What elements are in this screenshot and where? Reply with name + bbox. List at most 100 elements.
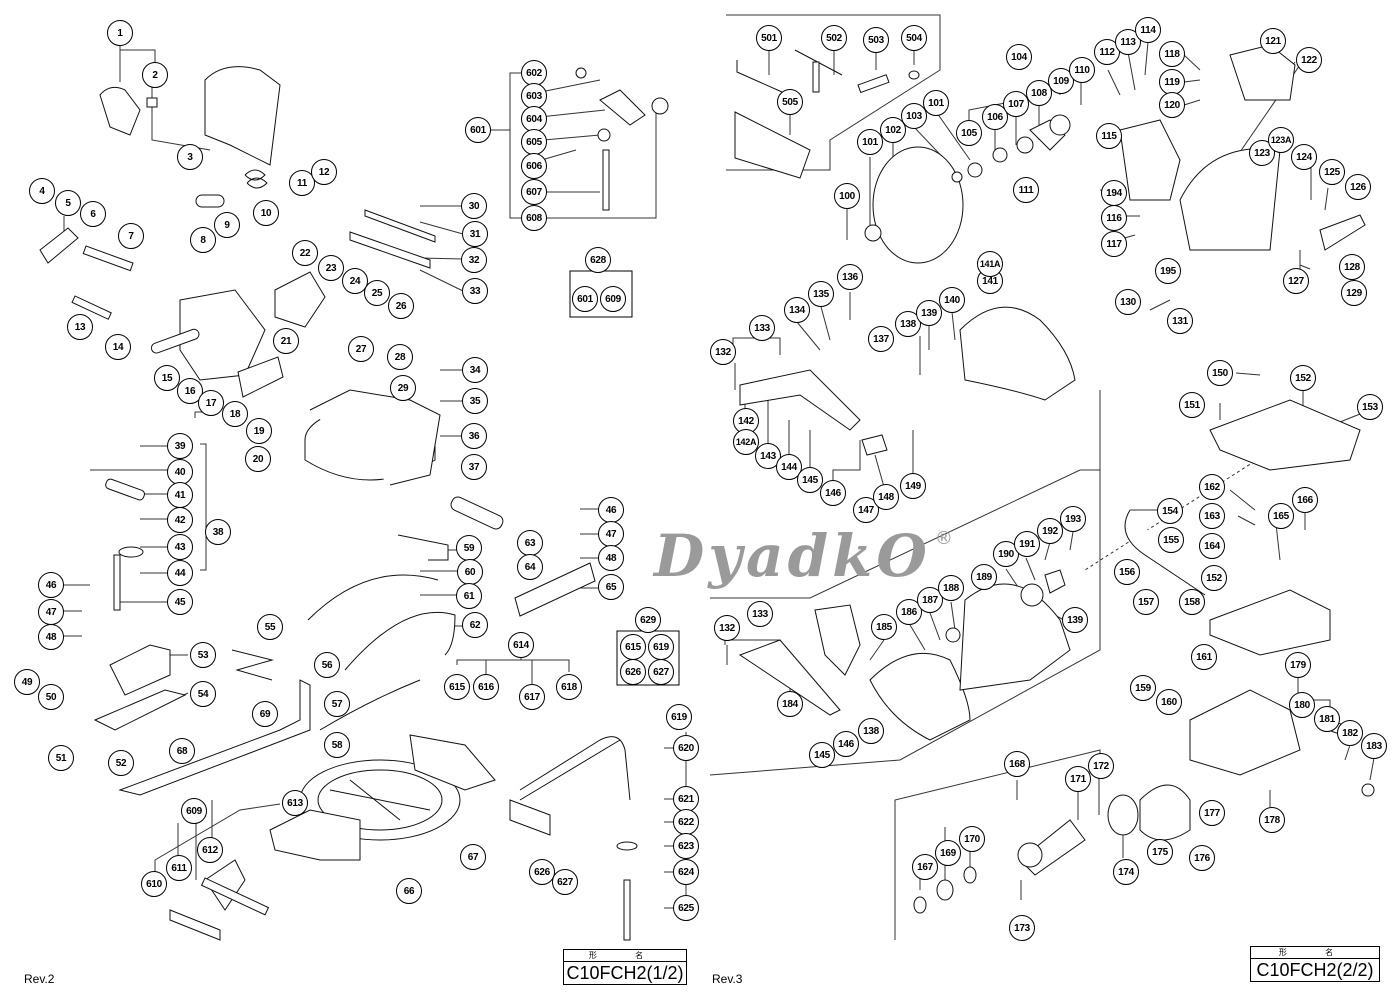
callout-part-20[interactable]: 20 xyxy=(245,446,271,472)
callout-part-626[interactable]: 626 xyxy=(620,659,646,685)
callout-part-132[interactable]: 132 xyxy=(710,339,736,365)
callout-part-7[interactable]: 7 xyxy=(118,223,144,249)
callout-part-59[interactable]: 59 xyxy=(456,535,482,561)
callout-part-65[interactable]: 65 xyxy=(598,574,624,600)
callout-part-628[interactable]: 628 xyxy=(585,247,611,273)
callout-part-100[interactable]: 100 xyxy=(834,183,860,209)
callout-part-22[interactable]: 22 xyxy=(292,240,318,266)
callout-part-179[interactable]: 179 xyxy=(1285,652,1311,678)
callout-part-3[interactable]: 3 xyxy=(177,144,203,170)
callout-part-48[interactable]: 48 xyxy=(598,545,624,571)
callout-part-49[interactable]: 49 xyxy=(14,669,40,695)
callout-part-145[interactable]: 145 xyxy=(809,742,835,768)
callout-part-42[interactable]: 42 xyxy=(167,507,193,533)
callout-part-151[interactable]: 151 xyxy=(1179,392,1205,418)
callout-part-102[interactable]: 102 xyxy=(880,117,906,143)
callout-part-29[interactable]: 29 xyxy=(390,375,416,401)
callout-part-118[interactable]: 118 xyxy=(1159,41,1185,67)
callout-part-167[interactable]: 167 xyxy=(912,854,938,880)
callout-part-601[interactable]: 601 xyxy=(572,286,598,312)
callout-part-147[interactable]: 147 xyxy=(853,497,879,523)
callout-part-117[interactable]: 117 xyxy=(1101,231,1127,257)
callout-part-134[interactable]: 134 xyxy=(784,297,810,323)
callout-part-126[interactable]: 126 xyxy=(1345,174,1371,200)
callout-part-504[interactable]: 504 xyxy=(901,25,927,51)
callout-part-54[interactable]: 54 xyxy=(190,681,216,707)
callout-part-21[interactable]: 21 xyxy=(273,328,299,354)
callout-part-129[interactable]: 129 xyxy=(1341,280,1367,306)
callout-part-161[interactable]: 161 xyxy=(1191,644,1217,670)
callout-part-159[interactable]: 159 xyxy=(1130,675,1156,701)
callout-part-629[interactable]: 629 xyxy=(635,607,661,633)
callout-part-141a[interactable]: 141A xyxy=(977,251,1003,277)
callout-part-50[interactable]: 50 xyxy=(38,684,64,710)
callout-part-24[interactable]: 24 xyxy=(342,268,368,294)
callout-part-502[interactable]: 502 xyxy=(821,25,847,51)
callout-part-150[interactable]: 150 xyxy=(1207,360,1233,386)
callout-part-194[interactable]: 194 xyxy=(1101,180,1127,206)
callout-part-139[interactable]: 139 xyxy=(916,300,942,326)
callout-part-135[interactable]: 135 xyxy=(808,281,834,307)
callout-part-158[interactable]: 158 xyxy=(1179,589,1205,615)
callout-part-181[interactable]: 181 xyxy=(1314,706,1340,732)
callout-part-55[interactable]: 55 xyxy=(257,614,283,640)
callout-part-111[interactable]: 111 xyxy=(1013,177,1039,203)
callout-part-618[interactable]: 618 xyxy=(556,674,582,700)
callout-part-46[interactable]: 46 xyxy=(598,497,624,523)
callout-part-626[interactable]: 626 xyxy=(529,859,555,885)
callout-part-177[interactable]: 177 xyxy=(1199,800,1225,826)
callout-part-621[interactable]: 621 xyxy=(673,786,699,812)
callout-part-620[interactable]: 620 xyxy=(673,735,699,761)
callout-part-67[interactable]: 67 xyxy=(460,844,486,870)
callout-part-128[interactable]: 128 xyxy=(1339,254,1365,280)
callout-part-2[interactable]: 2 xyxy=(142,62,168,88)
callout-part-114[interactable]: 114 xyxy=(1135,17,1161,43)
callout-part-18[interactable]: 18 xyxy=(222,401,248,427)
callout-part-164[interactable]: 164 xyxy=(1199,533,1225,559)
callout-part-131[interactable]: 131 xyxy=(1167,308,1193,334)
callout-part-32[interactable]: 32 xyxy=(461,247,487,273)
callout-part-108[interactable]: 108 xyxy=(1026,80,1052,106)
callout-part-5[interactable]: 5 xyxy=(55,190,81,216)
callout-part-182[interactable]: 182 xyxy=(1337,720,1363,746)
callout-part-43[interactable]: 43 xyxy=(167,534,193,560)
callout-part-180[interactable]: 180 xyxy=(1289,692,1315,718)
callout-part-609[interactable]: 609 xyxy=(181,798,207,824)
callout-part-145[interactable]: 145 xyxy=(797,467,823,493)
callout-part-125[interactable]: 125 xyxy=(1319,159,1345,185)
callout-part-68[interactable]: 68 xyxy=(169,738,195,764)
callout-part-48[interactable]: 48 xyxy=(38,624,64,650)
callout-part-613[interactable]: 613 xyxy=(282,790,308,816)
callout-part-35[interactable]: 35 xyxy=(462,388,488,414)
callout-part-47[interactable]: 47 xyxy=(38,599,64,625)
callout-part-171[interactable]: 171 xyxy=(1065,766,1091,792)
callout-part-605[interactable]: 605 xyxy=(521,129,547,155)
callout-part-27[interactable]: 27 xyxy=(348,336,374,362)
callout-part-601[interactable]: 601 xyxy=(465,117,491,143)
callout-part-152[interactable]: 152 xyxy=(1290,365,1316,391)
callout-part-148[interactable]: 148 xyxy=(873,484,899,510)
callout-part-17[interactable]: 17 xyxy=(198,390,224,416)
callout-part-122[interactable]: 122 xyxy=(1296,47,1322,73)
callout-part-627[interactable]: 627 xyxy=(648,659,674,685)
callout-part-627[interactable]: 627 xyxy=(552,869,578,895)
callout-part-52[interactable]: 52 xyxy=(108,750,134,776)
callout-part-168[interactable]: 168 xyxy=(1004,751,1030,777)
callout-part-624[interactable]: 624 xyxy=(673,859,699,885)
callout-part-51[interactable]: 51 xyxy=(48,745,74,771)
callout-part-116[interactable]: 116 xyxy=(1101,205,1127,231)
callout-part-57[interactable]: 57 xyxy=(324,691,350,717)
callout-part-192[interactable]: 192 xyxy=(1037,518,1063,544)
callout-part-64[interactable]: 64 xyxy=(517,554,543,580)
callout-part-136[interactable]: 136 xyxy=(837,264,863,290)
callout-part-15[interactable]: 15 xyxy=(154,365,180,391)
callout-part-602[interactable]: 602 xyxy=(521,60,547,86)
callout-part-615[interactable]: 615 xyxy=(620,634,646,660)
callout-part-162[interactable]: 162 xyxy=(1199,474,1225,500)
callout-part-101[interactable]: 101 xyxy=(857,129,883,155)
callout-part-25[interactable]: 25 xyxy=(364,280,390,306)
callout-part-185[interactable]: 185 xyxy=(871,614,897,640)
callout-part-138[interactable]: 138 xyxy=(858,718,884,744)
callout-part-163[interactable]: 163 xyxy=(1199,503,1225,529)
callout-part-44[interactable]: 44 xyxy=(167,560,193,586)
